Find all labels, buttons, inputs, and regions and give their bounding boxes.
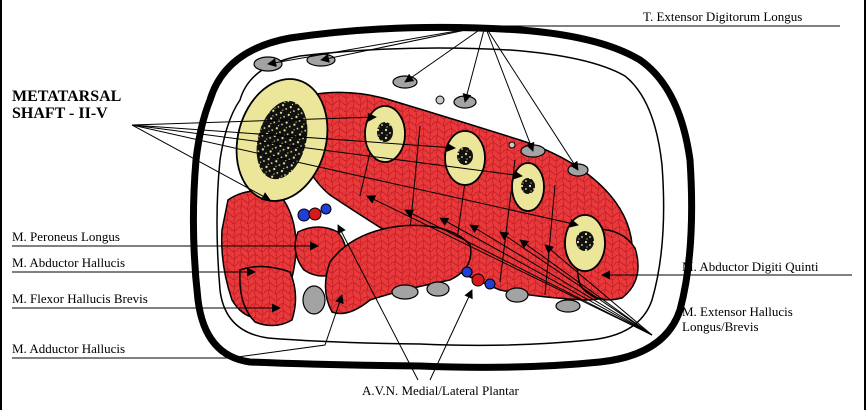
label-peroneus-longus: M. Peroneus Longus <box>12 230 120 244</box>
label-abductor-hallucis: M. Abductor Hallucis <box>12 256 125 270</box>
flexor-tendon <box>427 282 449 296</box>
flexor-tendon <box>392 285 418 299</box>
metatarsal-title-line2: SHAFT - II-V <box>12 105 108 122</box>
label-extensor-hallucis-line1: M. Extensor Hallucis <box>682 305 793 319</box>
flexor-tendon <box>506 288 528 302</box>
metatarsal-bone-iii <box>365 106 405 162</box>
label-adductor-hallucis: M. Adductor Hallucis <box>12 342 125 356</box>
label-extensor-digitorum-longus: T. Extensor Digitorum Longus <box>643 10 802 24</box>
metatarsal-bone-iv <box>445 131 485 185</box>
label-extensor-hallucis-line2: Longus/Brevis <box>682 320 759 334</box>
flexor-tendon <box>303 286 325 314</box>
label-abductor-digiti-quinti: M. Abductor Digiti Quinti <box>682 260 819 274</box>
metatarsal-title-line1: METATARSAL <box>12 88 121 105</box>
label-avn-plantar: A.V.N. Medial/Lateral Plantar <box>362 384 519 398</box>
label-flexor-hallucis-brevis: M. Flexor Hallucis Brevis <box>12 292 148 306</box>
flexor-tendon <box>556 300 580 312</box>
metatarsal-bone-v <box>512 163 544 211</box>
